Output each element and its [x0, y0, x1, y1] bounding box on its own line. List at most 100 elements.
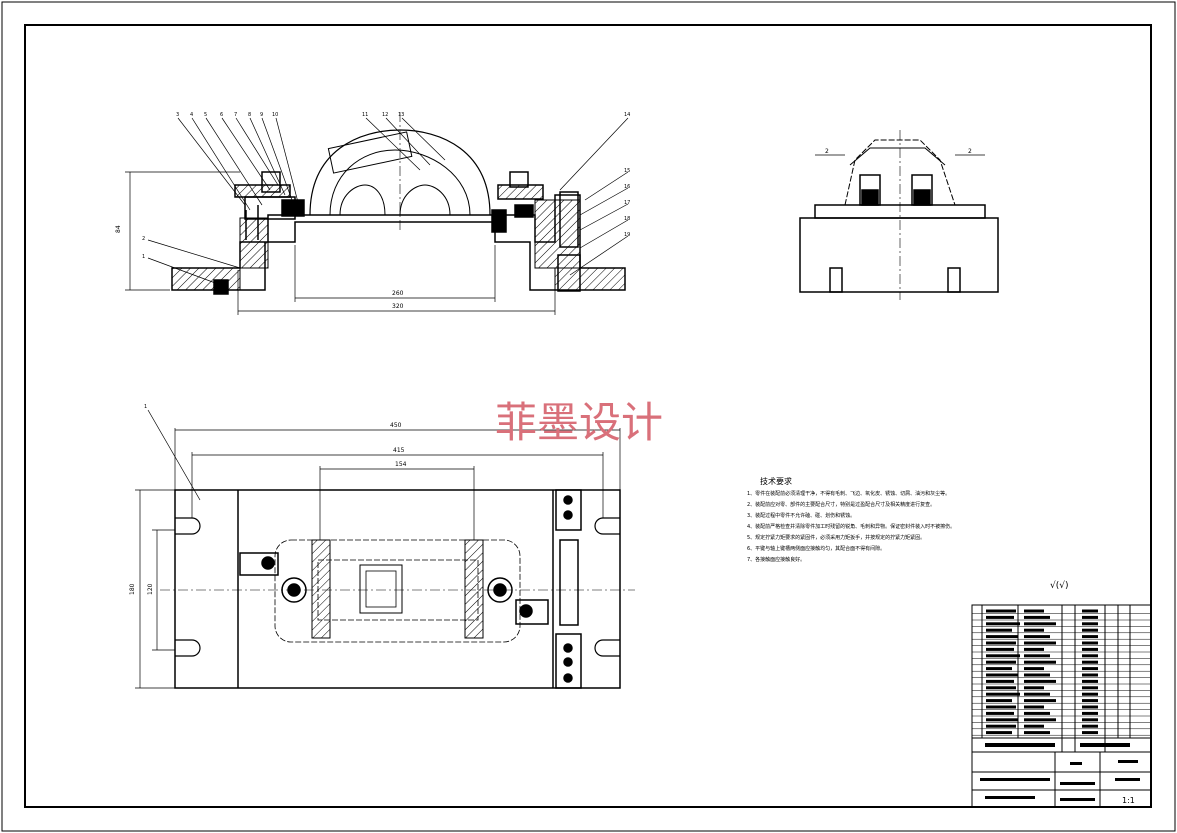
parts-row-code [986, 686, 1016, 690]
parts-row-code [986, 711, 1014, 715]
parts-row-name [1024, 628, 1044, 632]
parts-row-material [1082, 647, 1098, 651]
dim-top-locator-span: 154 [395, 461, 407, 468]
side-view [799, 130, 999, 300]
tech-req-2: 2、装配前应对零、部件的主要配合尺寸，特别是过盈配合尺寸及相关精度进行复查。 [747, 501, 935, 508]
dim-top-inner-length: 415 [393, 447, 405, 454]
parts-row-code [986, 731, 1012, 735]
parts-row-code [986, 647, 1014, 651]
roughness-symbol: √(√) [1050, 580, 1069, 591]
parts-row-code [986, 724, 1016, 728]
callout-17: 17 [624, 200, 630, 206]
watermark: 菲墨设计 [495, 398, 663, 447]
parts-row-name [1024, 654, 1050, 658]
callout-19: 19 [624, 232, 630, 238]
parts-row-name [1024, 686, 1044, 690]
parts-row-name [1024, 711, 1050, 715]
callout-11: 11 [362, 112, 368, 118]
callout-15: 15 [624, 168, 630, 174]
tech-req-7: 7、各接触面应接触良好。 [747, 556, 805, 563]
parts-row-name [1024, 660, 1056, 664]
title-block [971, 737, 1152, 808]
parts-row-material [1082, 609, 1098, 613]
parts-row-material [1082, 628, 1098, 632]
tech-req-5: 5、规定拧紧力矩要求的紧固件，必须采用力矩扳手，并按规定的拧紧力矩紧固。 [747, 534, 925, 541]
parts-row-material [1082, 699, 1098, 703]
parts-row-name [1024, 635, 1050, 639]
parts-row-code [986, 667, 1012, 671]
parts-row-name [1024, 615, 1050, 619]
parts-row-name [1024, 705, 1044, 709]
parts-list [971, 604, 1152, 739]
callout-10: 10 [272, 112, 278, 118]
parts-row-material [1082, 718, 1098, 722]
callout-9: 9 [260, 112, 263, 118]
parts-row-name [1024, 718, 1056, 722]
dim-top-overall-length: 450 [390, 422, 402, 429]
parts-row-code [986, 641, 1016, 645]
parts-row-material [1082, 615, 1098, 619]
parts-row-material [1082, 679, 1098, 683]
dim-front-overall-width: 320 [392, 303, 404, 310]
parts-row-code [986, 628, 1012, 632]
callout-6: 6 [220, 112, 223, 118]
parts-row-code [986, 609, 1016, 613]
callout-1: 1 [142, 254, 145, 260]
parts-row-code [986, 692, 1020, 696]
tech-requirements: 技术要求 1、零件在装配前必须清理干净，不得有毛刺、飞边、氧化皮、锈蚀、切屑、油… [747, 476, 1069, 591]
callout-4: 4 [190, 112, 193, 118]
callout-16: 16 [624, 184, 630, 190]
parts-row-name [1024, 724, 1044, 728]
front-dimensions [125, 117, 629, 315]
parts-row-code [986, 718, 1018, 722]
dim-side-right: 2 [968, 148, 972, 155]
parts-row-code [986, 699, 1012, 703]
parts-row-name [1024, 641, 1056, 645]
parts-list-rows [972, 609, 1151, 736]
top-dimensions [135, 409, 621, 689]
parts-row-material [1082, 705, 1098, 709]
parts-row-material [1082, 731, 1098, 735]
side-dim-labels: 2 2 [825, 148, 972, 155]
parts-row-name [1024, 622, 1056, 626]
callout-7: 7 [234, 112, 237, 118]
parts-row-code [986, 654, 1020, 658]
parts-row-material [1082, 673, 1098, 677]
top-view [160, 489, 635, 689]
parts-row-name [1024, 673, 1050, 677]
dim-front-height: 84 [115, 225, 122, 233]
callout-3: 3 [176, 112, 179, 118]
inner-frame [24, 24, 1152, 808]
callout-14: 14 [624, 112, 630, 118]
parts-row-name [1024, 679, 1056, 683]
dim-front-inner-width: 260 [392, 290, 404, 297]
parts-row-material [1082, 692, 1098, 696]
tech-req-3: 3、装配过程中零件不允许磕、碰、划伤和锈蚀。 [747, 512, 855, 519]
parts-row-code [986, 660, 1016, 664]
parts-row-material [1082, 635, 1098, 639]
parts-row-material [1082, 667, 1098, 671]
parts-row-name [1024, 692, 1050, 696]
callout-5: 5 [204, 112, 207, 118]
scale-label: 1:1 [1122, 796, 1135, 805]
tech-req-4: 4、装配前严格检查并清除零件加工时残留的锐角、毛刺和异物。保证密封件装入时不被擦… [747, 523, 955, 530]
front-view [171, 112, 626, 295]
parts-row-material [1082, 622, 1098, 626]
tech-req-title: 技术要求 [760, 476, 792, 486]
callout-top-1: 1 [144, 404, 147, 410]
callout-13: 13 [398, 112, 404, 118]
tech-req-1: 1、零件在装配前必须清理干净，不得有毛刺、飞边、氧化皮、锈蚀、切屑、油污和灰尘等… [747, 490, 950, 497]
dim-top-width: 180 [129, 583, 136, 595]
parts-row-material [1082, 654, 1098, 658]
parts-row-material [1082, 724, 1098, 728]
parts-row-material [1082, 641, 1098, 645]
parts-row-material [1082, 660, 1098, 664]
parts-row-code [986, 679, 1014, 683]
parts-row-code [986, 673, 1018, 677]
top-dim-labels: 450 415 154 180 120 1 [129, 404, 407, 595]
parts-row-name [1024, 609, 1044, 613]
parts-row-name [1024, 699, 1056, 703]
parts-row-name [1024, 667, 1044, 671]
